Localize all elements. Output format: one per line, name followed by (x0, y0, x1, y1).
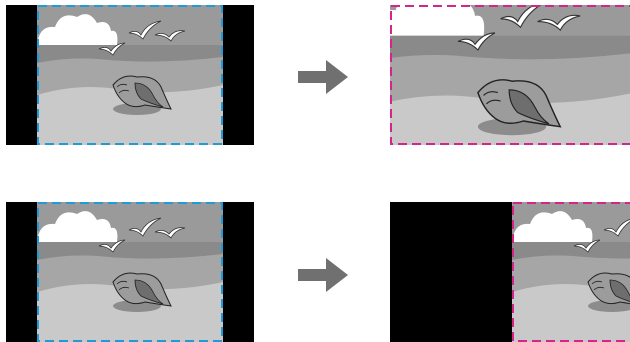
row1-result-panel (390, 5, 630, 145)
row2-result-panel (390, 202, 630, 342)
row2-source-panel (6, 202, 254, 342)
right-arrow-icon (298, 60, 348, 94)
row1-source-panel (6, 5, 254, 145)
right-arrow-icon (298, 258, 348, 292)
